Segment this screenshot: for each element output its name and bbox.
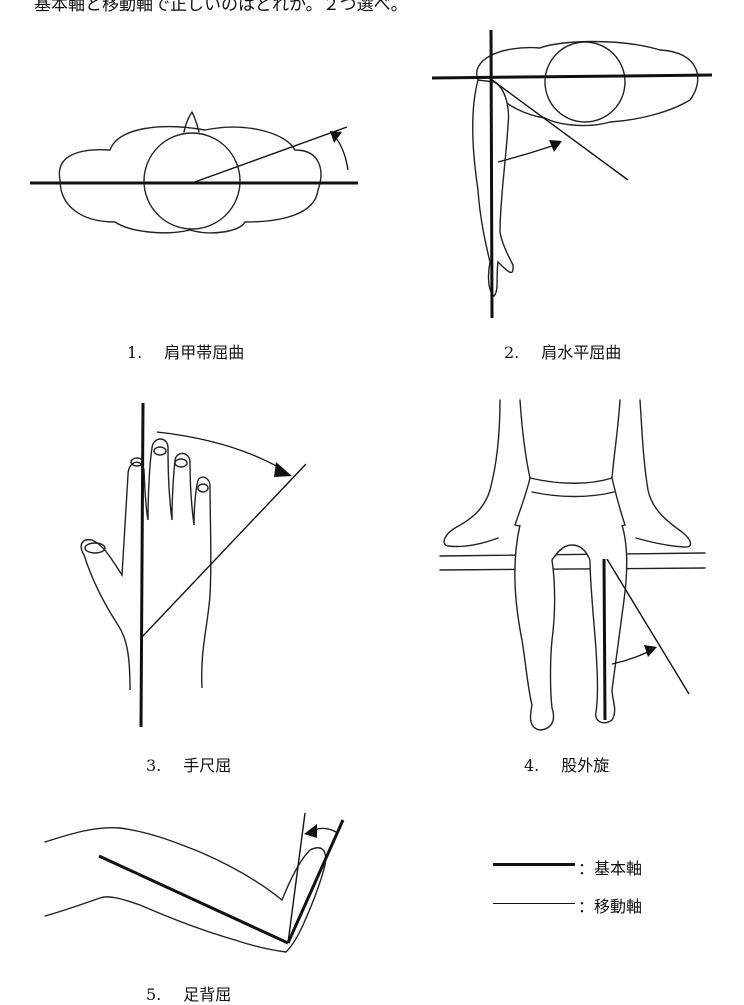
figure-3-hand-outline <box>80 438 212 691</box>
figure-1-body-outline <box>58 111 322 234</box>
figure-5-leg-outline <box>44 826 327 953</box>
figure-2-base-axis-vertical <box>489 29 494 319</box>
figure-3-arc <box>156 431 281 469</box>
figure-1-caption: 1. 肩甲帯屈曲 <box>127 339 244 363</box>
figure-1-moving-axis <box>191 126 348 184</box>
figure-4-body-outline <box>439 399 706 731</box>
figure-3-base-axis <box>139 402 145 728</box>
figure-3-number: 3. <box>146 756 162 775</box>
figure-5-moving-axis <box>287 812 306 944</box>
figure-4-label: 股外旋 <box>561 756 610 775</box>
figure-4-arc <box>611 651 649 665</box>
figure-4-number: 4. <box>524 756 540 775</box>
legend-moving-axis-line <box>493 903 575 905</box>
figure-3-label: 手尺屈 <box>183 756 232 775</box>
figure-5-caption: 5. 足背屈 <box>146 981 231 1005</box>
question-text: 基本軸と移動軸で正しいのはどれか。２つ選べ。 <box>34 0 408 15</box>
figure-1-label: 肩甲帯屈曲 <box>164 343 245 362</box>
figure-5-arrowhead <box>304 824 317 838</box>
figure-1-number: 1. <box>127 343 143 362</box>
figure-2-caption: 2. 肩水平屈曲 <box>504 339 621 363</box>
figure-5-number: 5. <box>146 985 162 1004</box>
legend-base-axis-line <box>493 863 575 866</box>
figure-3-caption: 3. 手尺屈 <box>146 752 231 776</box>
figure-5-label: 足背屈 <box>183 985 232 1004</box>
figure-4-moving-axis <box>606 558 690 695</box>
figure-2-moving-axis <box>491 79 629 181</box>
figure-1-arc <box>335 137 349 171</box>
figure-2-arrowhead <box>549 140 562 152</box>
figure-3-arrowhead <box>274 462 292 477</box>
figure-4-caption: 4. 股外旋 <box>524 752 609 776</box>
legend-moving-axis-label: ：移動軸 <box>578 897 643 916</box>
figure-2-arc <box>497 145 553 163</box>
figure-5-arc <box>313 827 337 833</box>
figure-4-arrowhead <box>644 645 657 657</box>
figure-2-number: 2. <box>504 343 520 362</box>
figure-1-arrowhead <box>330 131 342 143</box>
figure-2-base-axis-horizontal <box>431 73 713 80</box>
figure-2-label: 肩水平屈曲 <box>541 343 622 362</box>
figure-3-moving-axis <box>140 463 307 639</box>
figure-2-body-outline <box>472 40 699 297</box>
figure-5-sole-axis <box>286 819 345 944</box>
figure-4-base-axis <box>602 558 607 721</box>
legend-base-axis-label: ：基本軸 <box>578 859 643 878</box>
figure-5-base-axis <box>98 854 289 945</box>
